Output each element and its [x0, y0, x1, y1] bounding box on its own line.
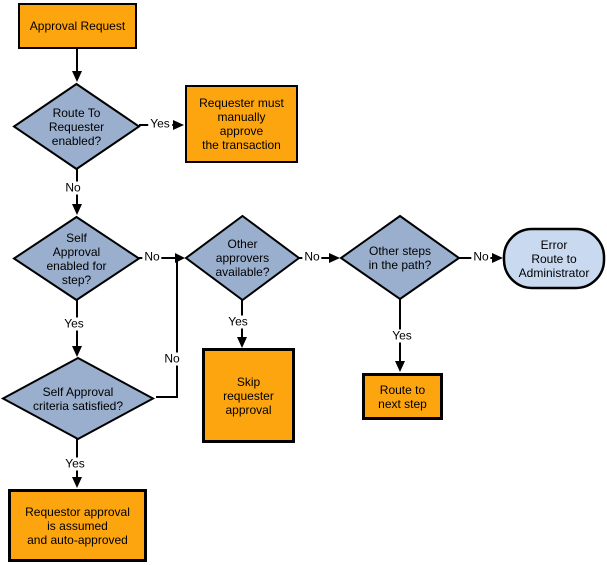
edge-label-criteria-no: No [162, 351, 182, 366]
edge-label-route-no: No [63, 180, 83, 195]
node-requester-must-approve-shape [185, 85, 298, 163]
edge-label-approvers-yes: Yes [226, 314, 250, 329]
node-requestor-assumed-shape [8, 489, 147, 562]
edge-label-steps-no: No [471, 249, 491, 264]
node-other-steps-shape [339, 214, 461, 301]
arrowhead-down-icon [72, 346, 82, 357]
arrowhead-right-icon [173, 120, 184, 130]
edge-label-self-yes: Yes [62, 316, 86, 331]
edge-label-approvers-no: No [302, 249, 322, 264]
node-other-approvers-shape [184, 214, 301, 302]
edge-label-route-yes: Yes [148, 116, 172, 131]
node-approval-request-shape [18, 3, 137, 49]
arrowhead-right-icon [329, 253, 340, 263]
node-route-to-requester-shape [12, 82, 141, 171]
edge-criteria-no [156, 258, 178, 398]
arrowhead-right-icon [492, 253, 503, 263]
arrowhead-down-icon [72, 204, 82, 215]
edge-label-self-no: No [142, 249, 162, 264]
node-error-route-admin-shape [502, 227, 606, 290]
arrowhead-down-icon [237, 337, 247, 348]
node-skip-requester-shape [202, 348, 295, 443]
node-self-approval-criteria-shape [0, 356, 156, 441]
edge-label-steps-yes: Yes [390, 328, 414, 343]
arrowhead-down-icon [72, 477, 82, 488]
edge-label-criteria-yes: Yes [63, 456, 87, 471]
node-route-next-step-shape [362, 373, 443, 420]
arrowhead-down-icon [72, 71, 82, 82]
node-self-approval-enabled-shape [12, 215, 141, 302]
arrowhead-down-icon [395, 361, 405, 372]
